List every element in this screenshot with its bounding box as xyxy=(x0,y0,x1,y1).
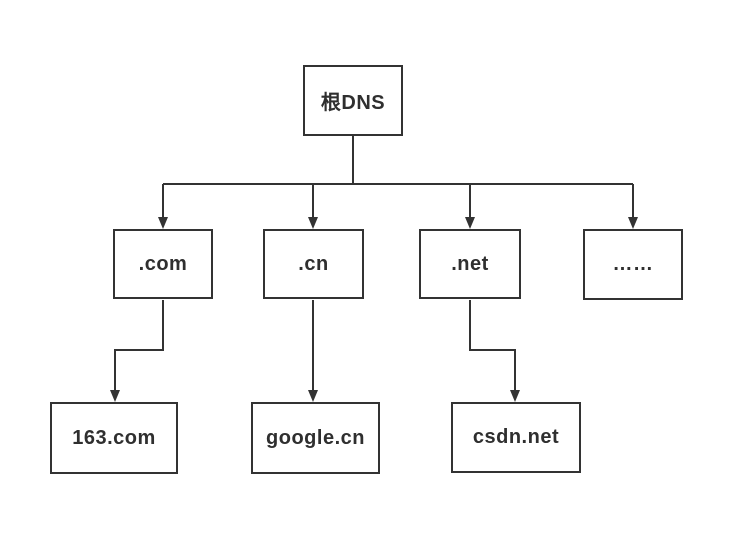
node-domain-csdnnet-label: csdn.net xyxy=(472,426,560,448)
node-tld-cn-label: .cn xyxy=(298,252,329,275)
node-domain-googlecn-label: google.cn xyxy=(266,426,365,449)
edge-root-net xyxy=(465,184,475,229)
edge-cn-google xyxy=(308,300,318,402)
edge-root-com xyxy=(158,184,168,229)
node-tld-ellipsis: …… xyxy=(583,229,683,300)
edge-com-163 xyxy=(110,300,164,402)
node-domain-csdnnet: csdn.net xyxy=(451,402,581,473)
node-tld-com: .com xyxy=(113,229,213,299)
node-root-dns-label: 根DNS xyxy=(320,92,386,114)
edge-root-more xyxy=(628,184,638,229)
node-tld-ellipsis-label: …… xyxy=(612,253,654,275)
node-root-dns: 根DNS xyxy=(303,65,403,136)
node-tld-com-label: .com xyxy=(138,252,188,275)
node-tld-net: .net xyxy=(419,229,521,299)
node-domain-googlecn: google.cn xyxy=(251,402,380,474)
node-tld-cn: .cn xyxy=(263,229,364,299)
edge-root-cn xyxy=(308,184,318,229)
edge-root-bus xyxy=(163,136,633,185)
edge-net-csdn xyxy=(469,300,520,402)
node-domain-163com-label: 163.com xyxy=(72,426,156,449)
node-domain-163com: 163.com xyxy=(50,402,178,474)
node-tld-net-label: .net xyxy=(451,252,489,275)
